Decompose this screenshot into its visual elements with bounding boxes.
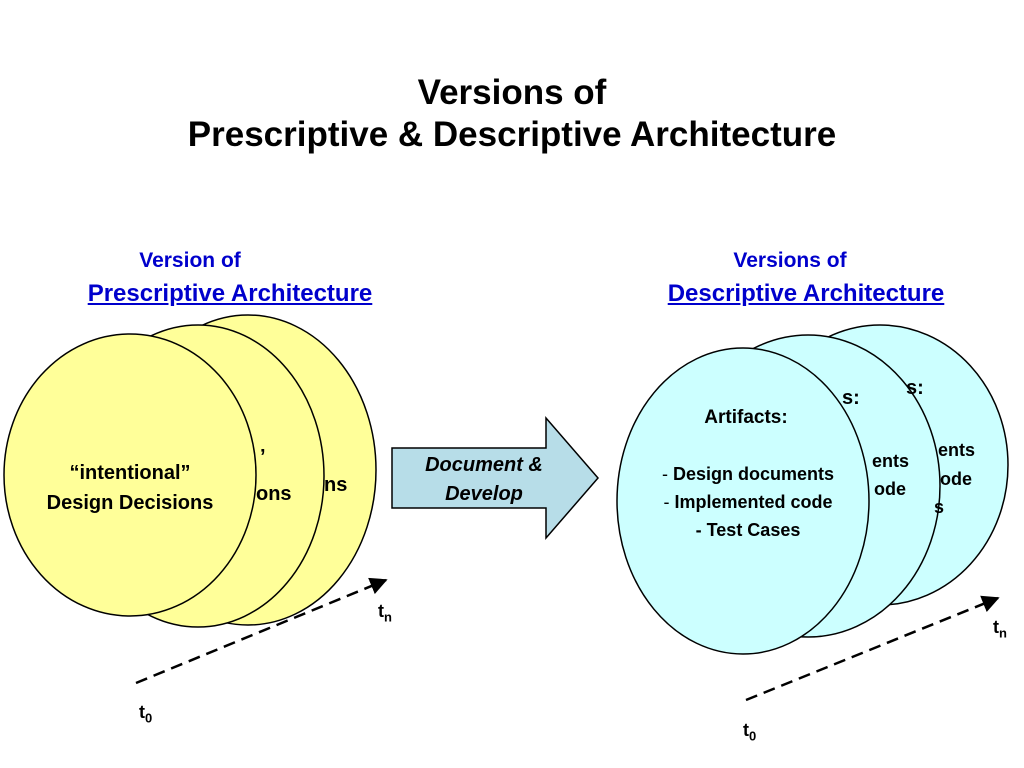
prescriptive-heading-small: Version of bbox=[139, 249, 241, 272]
prescriptive-time-axis bbox=[135, 577, 388, 685]
prescriptive-heading-main: Prescriptive Architecture bbox=[87, 280, 373, 307]
prescriptive-mid-fragment-1: ’ bbox=[260, 446, 266, 468]
prescriptive-tn-label: tn bbox=[378, 601, 392, 625]
artifact-item-design-documents: - Design documents bbox=[661, 464, 835, 484]
slide-title: Versions of Prescriptive & Descriptive A… bbox=[0, 72, 1024, 156]
design-decisions-label: Design Decisions bbox=[46, 492, 214, 514]
artifact-item-test-cases: - Test Cases bbox=[695, 520, 801, 540]
prescriptive-heading: Version of Prescriptive Architecture bbox=[40, 244, 420, 310]
descriptive-version-front bbox=[616, 347, 870, 655]
document-develop-arrow bbox=[391, 415, 599, 541]
intentional-label: “intentional” bbox=[69, 462, 191, 484]
descriptive-rear-fragment-4: s bbox=[934, 497, 945, 517]
descriptive-heading-small: Versions of bbox=[733, 249, 847, 272]
arrow-line-1: Document & bbox=[425, 454, 543, 476]
artifact-item-implemented-code: - Implemented code bbox=[663, 492, 833, 512]
descriptive-rear-fragment-3: ode bbox=[940, 469, 973, 489]
title-line-2: Prescriptive & Descriptive Architecture bbox=[187, 115, 837, 154]
title-line-1: Versions of bbox=[417, 73, 607, 112]
arrow-text: Document & Develop bbox=[396, 451, 572, 509]
descriptive-mid-fragment-1: s: bbox=[842, 387, 860, 409]
descriptive-mid-fragment-2: ents bbox=[872, 451, 910, 471]
descriptive-heading: Versions of Descriptive Architecture bbox=[616, 244, 996, 310]
descriptive-rear-fragment-2: ents bbox=[938, 440, 976, 460]
prescriptive-mid-fragment-2: ons bbox=[256, 483, 292, 505]
prescriptive-version-front bbox=[3, 333, 257, 617]
descriptive-mid-fragment-3: ode bbox=[874, 479, 907, 499]
arrow-line-2: Develop bbox=[445, 483, 523, 505]
descriptive-t0-label: t0 bbox=[743, 720, 757, 744]
prescriptive-front-text: “intentional” Design Decisions bbox=[10, 458, 250, 518]
descriptive-rear-fragment-1: s: bbox=[906, 377, 924, 399]
artifacts-title: Artifacts: bbox=[704, 407, 788, 428]
prescriptive-rear-fragment: ns bbox=[324, 474, 348, 496]
descriptive-tn-label: tn bbox=[993, 617, 1007, 641]
descriptive-time-axis bbox=[745, 595, 1000, 702]
prescriptive-t0-label: t0 bbox=[139, 702, 153, 726]
descriptive-heading-main: Descriptive Architecture bbox=[667, 280, 945, 307]
descriptive-front-text: Artifacts: - Design documents - Implemen… bbox=[632, 404, 864, 544]
